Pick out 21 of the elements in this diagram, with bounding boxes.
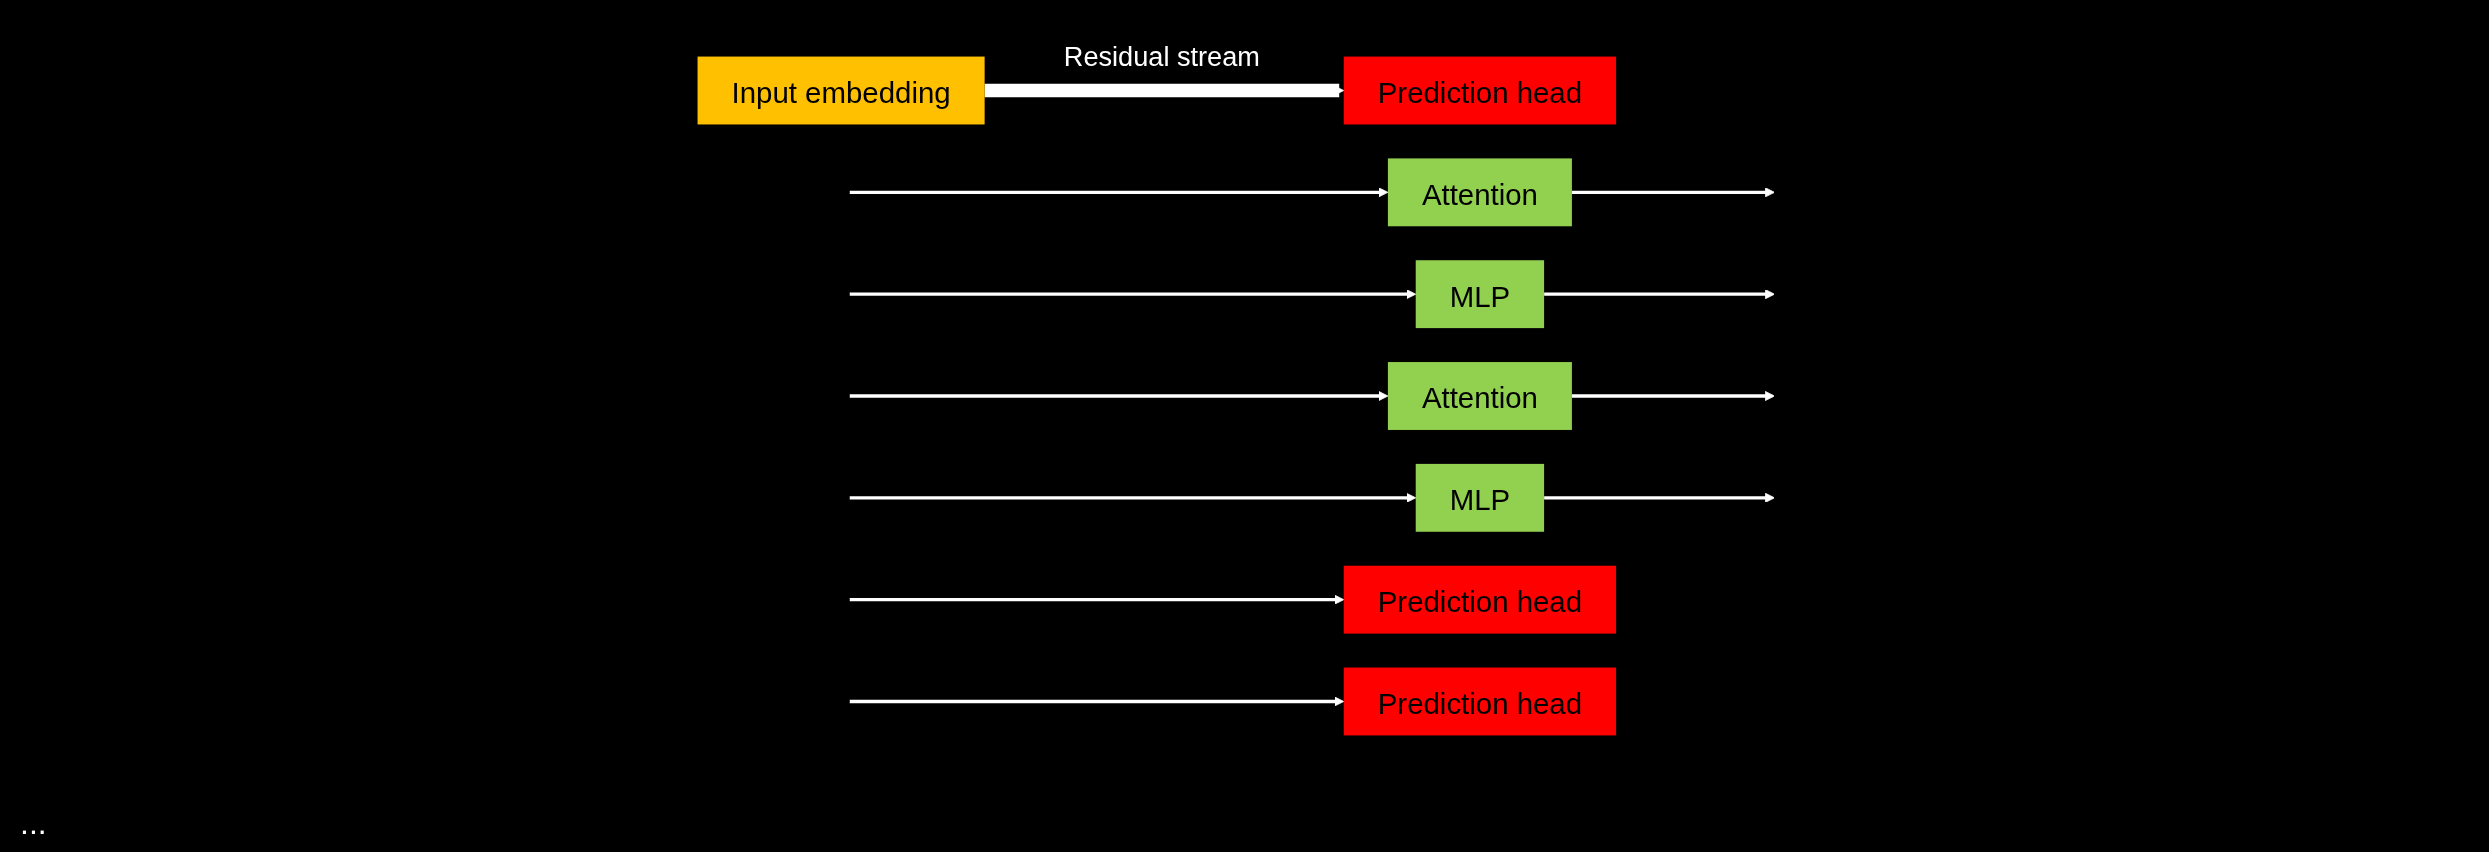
ellipsis-text: ...	[20, 805, 47, 841]
node-box: MLP	[1415, 463, 1545, 532]
node-box: MLP	[1415, 260, 1545, 329]
node-box: Prediction head	[1343, 565, 1617, 634]
arrow	[1571, 187, 1775, 198]
arrow	[984, 83, 1345, 98]
arrow	[1544, 289, 1775, 300]
node-box: Input embedding	[697, 56, 985, 125]
arrow	[1571, 391, 1775, 401]
arrow	[849, 187, 1389, 198]
node-box: Attention	[1387, 158, 1572, 227]
node-box: Prediction head	[1343, 56, 1617, 125]
node-box: Attention	[1387, 362, 1572, 430]
arrow	[849, 696, 1345, 707]
arrow	[849, 391, 1389, 401]
arrow	[849, 289, 1417, 300]
node-box: Prediction head	[1343, 667, 1617, 736]
arrow	[849, 594, 1345, 605]
edge-label: Residual stream	[1063, 41, 1260, 73]
arrow	[1544, 492, 1775, 503]
arrow	[849, 492, 1417, 503]
